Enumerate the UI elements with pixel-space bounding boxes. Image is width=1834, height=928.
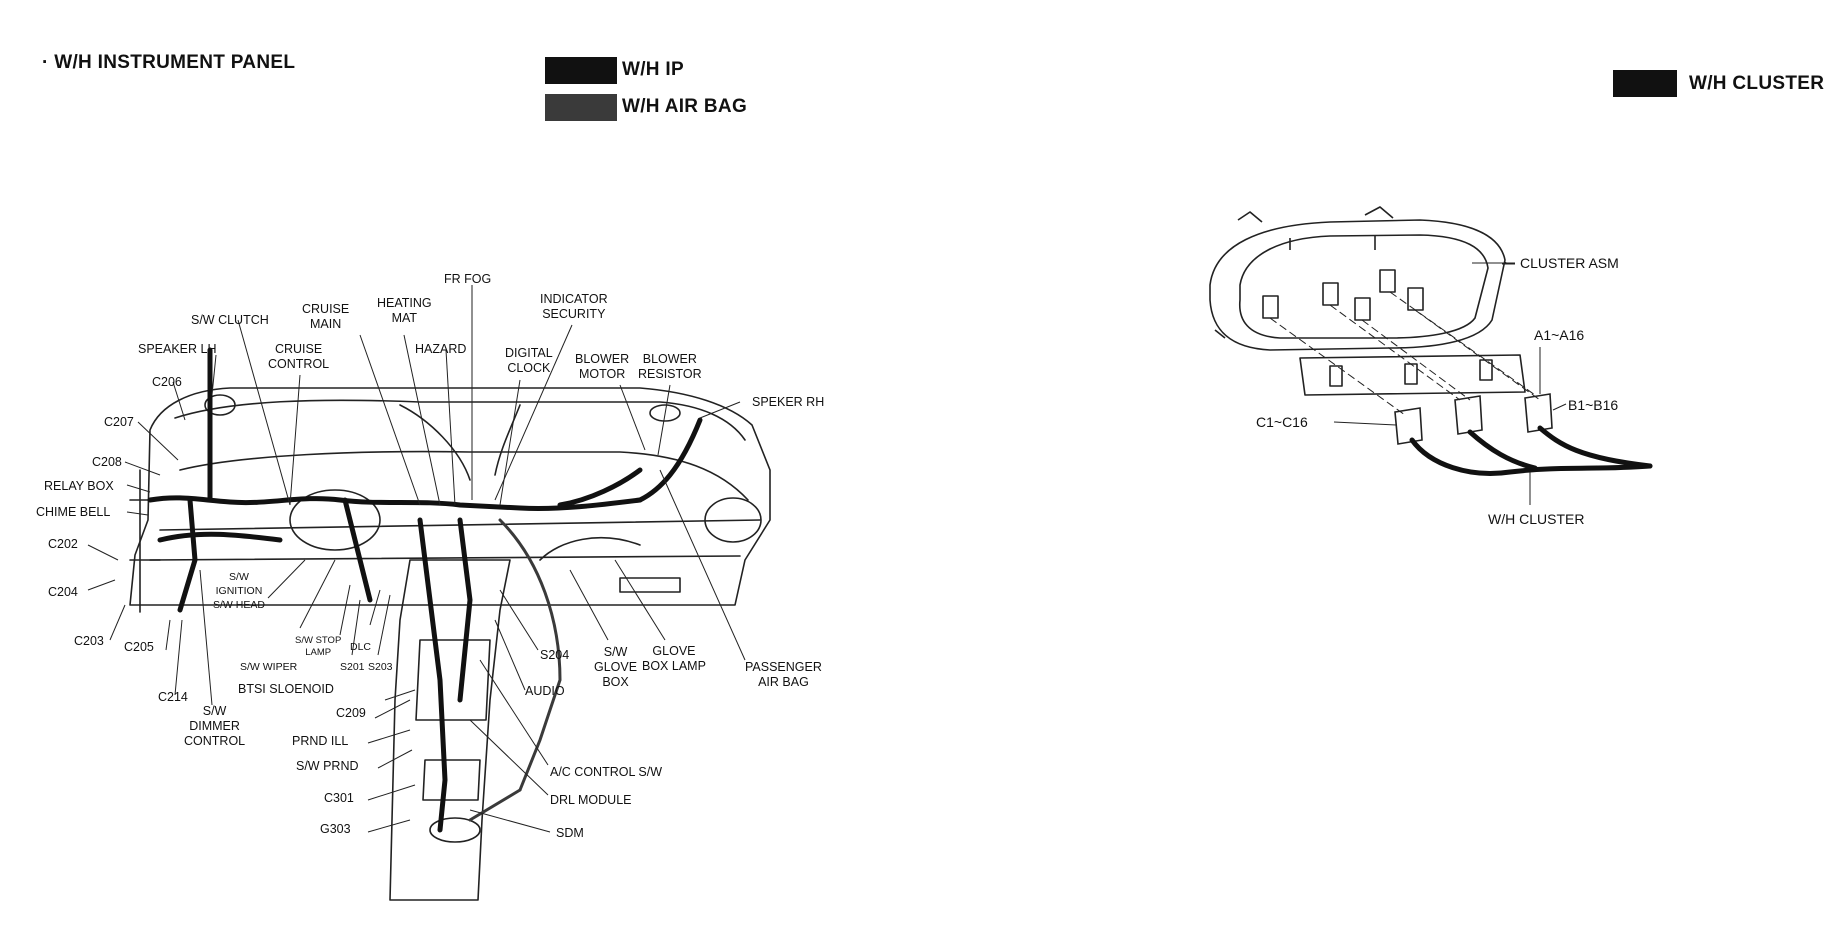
- label-heating-mat: HEATING MAT: [377, 296, 432, 325]
- legend-label-cluster: W/H CLUSTER: [1689, 73, 1825, 94]
- cluster-asm-drawing: [1209, 206, 1526, 396]
- label-digital-clock: DIGITAL CLOCK: [505, 346, 553, 375]
- label-glove-box-lamp: GLOVE BOX LAMP: [642, 644, 706, 673]
- section-title-instrument-panel: · W/H INSTRUMENT PANEL: [42, 52, 296, 73]
- label-speaker-lh: SPEAKER LH: [138, 342, 217, 356]
- label-indicator-security: INDICATOR SECURITY: [540, 292, 608, 321]
- label-sw-glove-box: S/W GLOVE BOX: [594, 645, 638, 689]
- label-a1-a16: A1~A16: [1534, 327, 1585, 343]
- label-btsi-solenoid: BTSI SLOENOID: [238, 682, 334, 696]
- label-ac-control-sw: A/C CONTROL S/W: [550, 765, 663, 779]
- label-c301: C301: [324, 791, 354, 805]
- instrument-panel-outline: [129, 387, 771, 901]
- label-sw-stop-lamp: S/W STOP LAMP: [295, 635, 342, 658]
- label-s204: S204: [540, 648, 570, 662]
- label-g303: G303: [320, 822, 351, 836]
- legend-swatch-airbag: [545, 94, 617, 121]
- label-c207: C207: [104, 415, 134, 429]
- legend-label-airbag: W/H AIR BAG: [622, 96, 748, 117]
- legend-label-ip: W/H IP: [622, 59, 684, 80]
- label-chime-bell: CHIME BELL: [36, 505, 111, 519]
- label-sw-clutch: S/W CLUTCH: [191, 313, 269, 327]
- label-dlc: DLC: [350, 641, 372, 653]
- label-c202: C202: [48, 537, 78, 551]
- label-c208: C208: [92, 455, 122, 469]
- label-cluster-asm: CLUSTER ASM: [1520, 255, 1619, 271]
- harness-airbag: [468, 518, 562, 822]
- label-blower-motor: BLOWER MOTOR: [575, 352, 630, 381]
- leader-lines-cluster: [1333, 261, 1567, 505]
- label-drl-module: DRL MODULE: [550, 793, 632, 807]
- label-s201: S201: [340, 661, 365, 673]
- label-sw-prnd: S/W PRND: [296, 759, 359, 773]
- label-audio: AUDIO: [525, 684, 565, 698]
- label-fr-fog: FR FOG: [444, 272, 492, 286]
- label-c1-c16: C1~C16: [1256, 414, 1308, 430]
- label-blower-resistor: BLOWER RESISTOR: [638, 352, 702, 381]
- label-sw-ignition-head: S/W IGNITION S/W HEAD: [213, 571, 265, 611]
- label-cruise-main: CRUISE MAIN: [302, 302, 350, 331]
- label-b1-b16: B1~B16: [1568, 397, 1619, 413]
- label-c203: C203: [74, 634, 104, 648]
- cluster-alignment-lines: [1269, 291, 1541, 416]
- label-c214: C214: [158, 690, 188, 704]
- label-passenger-air-bag: PASSENGER AIR BAG: [745, 660, 822, 689]
- harness-ip: [147, 347, 703, 833]
- label-relay-box: RELAY BOX: [44, 479, 114, 493]
- label-sdm: SDM: [556, 826, 584, 840]
- label-c204: C204: [48, 585, 78, 599]
- label-sw-wiper: S/W WIPER: [240, 661, 298, 673]
- label-cruise-control: CRUISE CONTROL: [268, 342, 330, 371]
- label-sw-dimmer-control: S/W DIMMER CONTROL: [184, 704, 246, 748]
- legend-swatch-cluster: [1613, 70, 1677, 97]
- label-speker-rh: SPEKER RH: [752, 395, 825, 409]
- label-c209: C209: [336, 706, 366, 720]
- label-c206: C206: [152, 375, 182, 389]
- cluster-harness: [1409, 425, 1653, 476]
- label-hazard: HAZARD: [415, 342, 467, 356]
- cluster-connectors: [1394, 393, 1553, 445]
- leader-lines-ip: [87, 285, 746, 833]
- label-s203: S203: [368, 661, 393, 673]
- label-wh-cluster: W/H CLUSTER: [1488, 511, 1585, 527]
- label-c205: C205: [124, 640, 154, 654]
- label-prnd-ill: PRND ILL: [292, 734, 349, 748]
- legend-swatch-ip: [545, 57, 617, 84]
